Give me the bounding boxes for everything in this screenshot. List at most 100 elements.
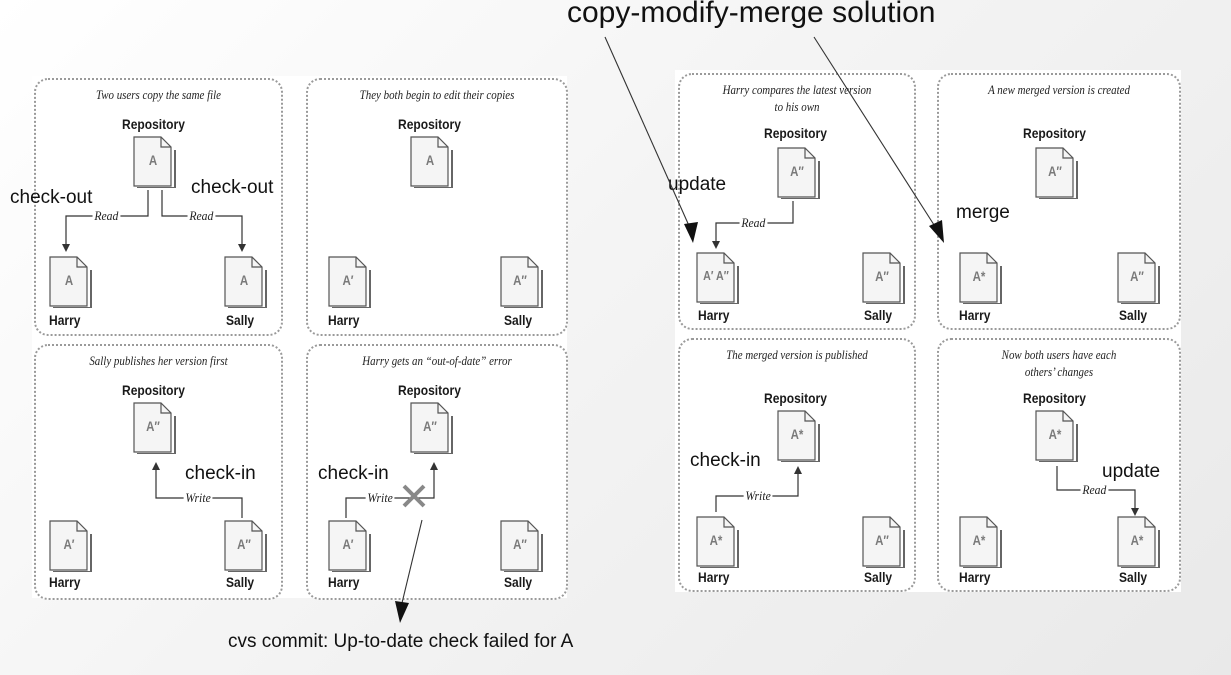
- file-version: A*: [1130, 532, 1144, 548]
- file-version: A: [64, 272, 74, 288]
- file-version: A*: [972, 532, 986, 548]
- sally-label: Sally: [864, 569, 893, 585]
- scene-caption: to his own: [774, 99, 820, 114]
- scene-caption: Now both users have each: [1001, 347, 1117, 362]
- harry-label: Harry: [328, 312, 360, 328]
- scene-caption: others’ changes: [1024, 364, 1094, 379]
- document-icon: [696, 516, 739, 568]
- sally-label: Sally: [1119, 569, 1148, 585]
- document-icon: [410, 136, 453, 188]
- write-label: Write: [183, 490, 213, 505]
- document-icon: [959, 516, 1002, 568]
- document-icon: [224, 256, 267, 308]
- repository-label: Repository: [764, 125, 827, 141]
- sally-label: Sally: [504, 312, 533, 328]
- error-cross-icon: [402, 484, 426, 508]
- scene-caption: Sally publishes her version first: [89, 353, 228, 368]
- file-version: A″: [423, 418, 437, 434]
- sally-file: A: [224, 256, 268, 308]
- harry-label: Harry: [698, 569, 730, 585]
- document-icon: [49, 256, 92, 308]
- file-version: A′ A″: [703, 268, 729, 283]
- scene-merged-version-created: A new merged version is created Reposito…: [937, 73, 1181, 330]
- repository-file: A*: [1035, 410, 1079, 462]
- file-version: A″: [1048, 163, 1062, 179]
- repository-label: Repository: [398, 116, 461, 132]
- file-version: A: [148, 152, 158, 168]
- repository-file: A″: [1035, 147, 1079, 199]
- harry-file: A*: [959, 252, 1003, 304]
- harry-label: Harry: [959, 569, 991, 585]
- document-icon: [328, 256, 371, 308]
- left-diagram-panel: Two users copy the same file Repository …: [32, 76, 568, 600]
- file-version: A″: [513, 272, 527, 288]
- scene-both-edit: They both begin to edit their copies Rep…: [306, 78, 568, 336]
- sally-label: Sally: [504, 574, 533, 590]
- scene-sally-publishes: Sally publishes her version first Reposi…: [34, 344, 283, 600]
- file-version: A″: [513, 536, 527, 552]
- document-icon: [328, 520, 371, 572]
- file-version: A*: [709, 532, 723, 548]
- sally-label: Sally: [226, 574, 255, 590]
- harry-file: A′: [328, 520, 372, 572]
- sally-file: A″: [500, 520, 544, 572]
- file-version: A″: [875, 268, 889, 284]
- document-icon: [777, 410, 820, 462]
- harry-label: Harry: [49, 574, 81, 590]
- repository-file: A: [410, 136, 454, 188]
- scene-caption: The merged version is published: [726, 347, 868, 362]
- sally-file: A″: [500, 256, 544, 308]
- write-label: Write: [743, 488, 773, 503]
- sally-label: Sally: [226, 312, 255, 328]
- file-version: A″: [790, 163, 804, 179]
- sally-label: Sally: [864, 307, 893, 323]
- document-icon: [1117, 252, 1160, 304]
- file-version: A″: [146, 418, 160, 434]
- repository-label: Repository: [764, 390, 827, 406]
- document-icon: [133, 136, 176, 188]
- slide-title: copy-modify-merge solution: [567, 0, 936, 29]
- harry-label: Harry: [49, 312, 81, 328]
- sally-file: A″: [224, 520, 268, 572]
- harry-label: Harry: [328, 574, 360, 590]
- read-label: Read: [187, 208, 216, 223]
- annotation-checkin-harry: check-in: [318, 463, 389, 484]
- annotation-update-harry: update: [668, 174, 727, 195]
- write-label: Write: [365, 490, 395, 505]
- document-icon: [49, 520, 92, 572]
- repository-file: A″: [133, 402, 177, 454]
- sally-file: A″: [1117, 252, 1161, 304]
- harry-label: Harry: [959, 307, 991, 323]
- annotation-update-sally: update: [1102, 461, 1161, 482]
- scene-out-of-date-error: Harry gets an “out-of-date” error Reposi…: [306, 344, 568, 600]
- document-icon: [862, 252, 905, 304]
- document-icon: [862, 516, 905, 568]
- document-icon: [224, 520, 267, 572]
- document-icon: [500, 256, 543, 308]
- file-version: A*: [1048, 426, 1062, 442]
- read-arrow: [712, 201, 794, 249]
- harry-label: Harry: [698, 307, 730, 323]
- sally-file: A*: [1117, 516, 1161, 568]
- repository-label: Repository: [398, 382, 461, 398]
- file-version: A′: [63, 536, 75, 552]
- document-icon: [500, 520, 543, 572]
- annotation-merge: merge: [956, 202, 1010, 223]
- document-icon: [410, 402, 453, 454]
- file-version: A′: [342, 272, 354, 288]
- document-icon: [1117, 516, 1160, 568]
- scene-caption: A new merged version is created: [988, 82, 1130, 97]
- document-icon: [959, 252, 1002, 304]
- harry-file: A*: [696, 516, 740, 568]
- scene-caption: Harry gets an “out-of-date” error: [362, 353, 512, 368]
- file-version: A″: [1130, 268, 1144, 284]
- read-label: Read: [92, 208, 121, 223]
- document-icon: [1035, 410, 1078, 462]
- repository-label: Repository: [1023, 125, 1086, 141]
- file-version: A: [239, 272, 249, 288]
- scene-caption: Two users copy the same file: [95, 87, 222, 102]
- right-diagram-panel: Harry compares the latest version to his…: [675, 70, 1181, 592]
- harry-file: A′ A″: [696, 252, 740, 304]
- sally-file: A″: [862, 516, 906, 568]
- error-message: cvs commit: Up-to-date check failed for …: [228, 631, 574, 652]
